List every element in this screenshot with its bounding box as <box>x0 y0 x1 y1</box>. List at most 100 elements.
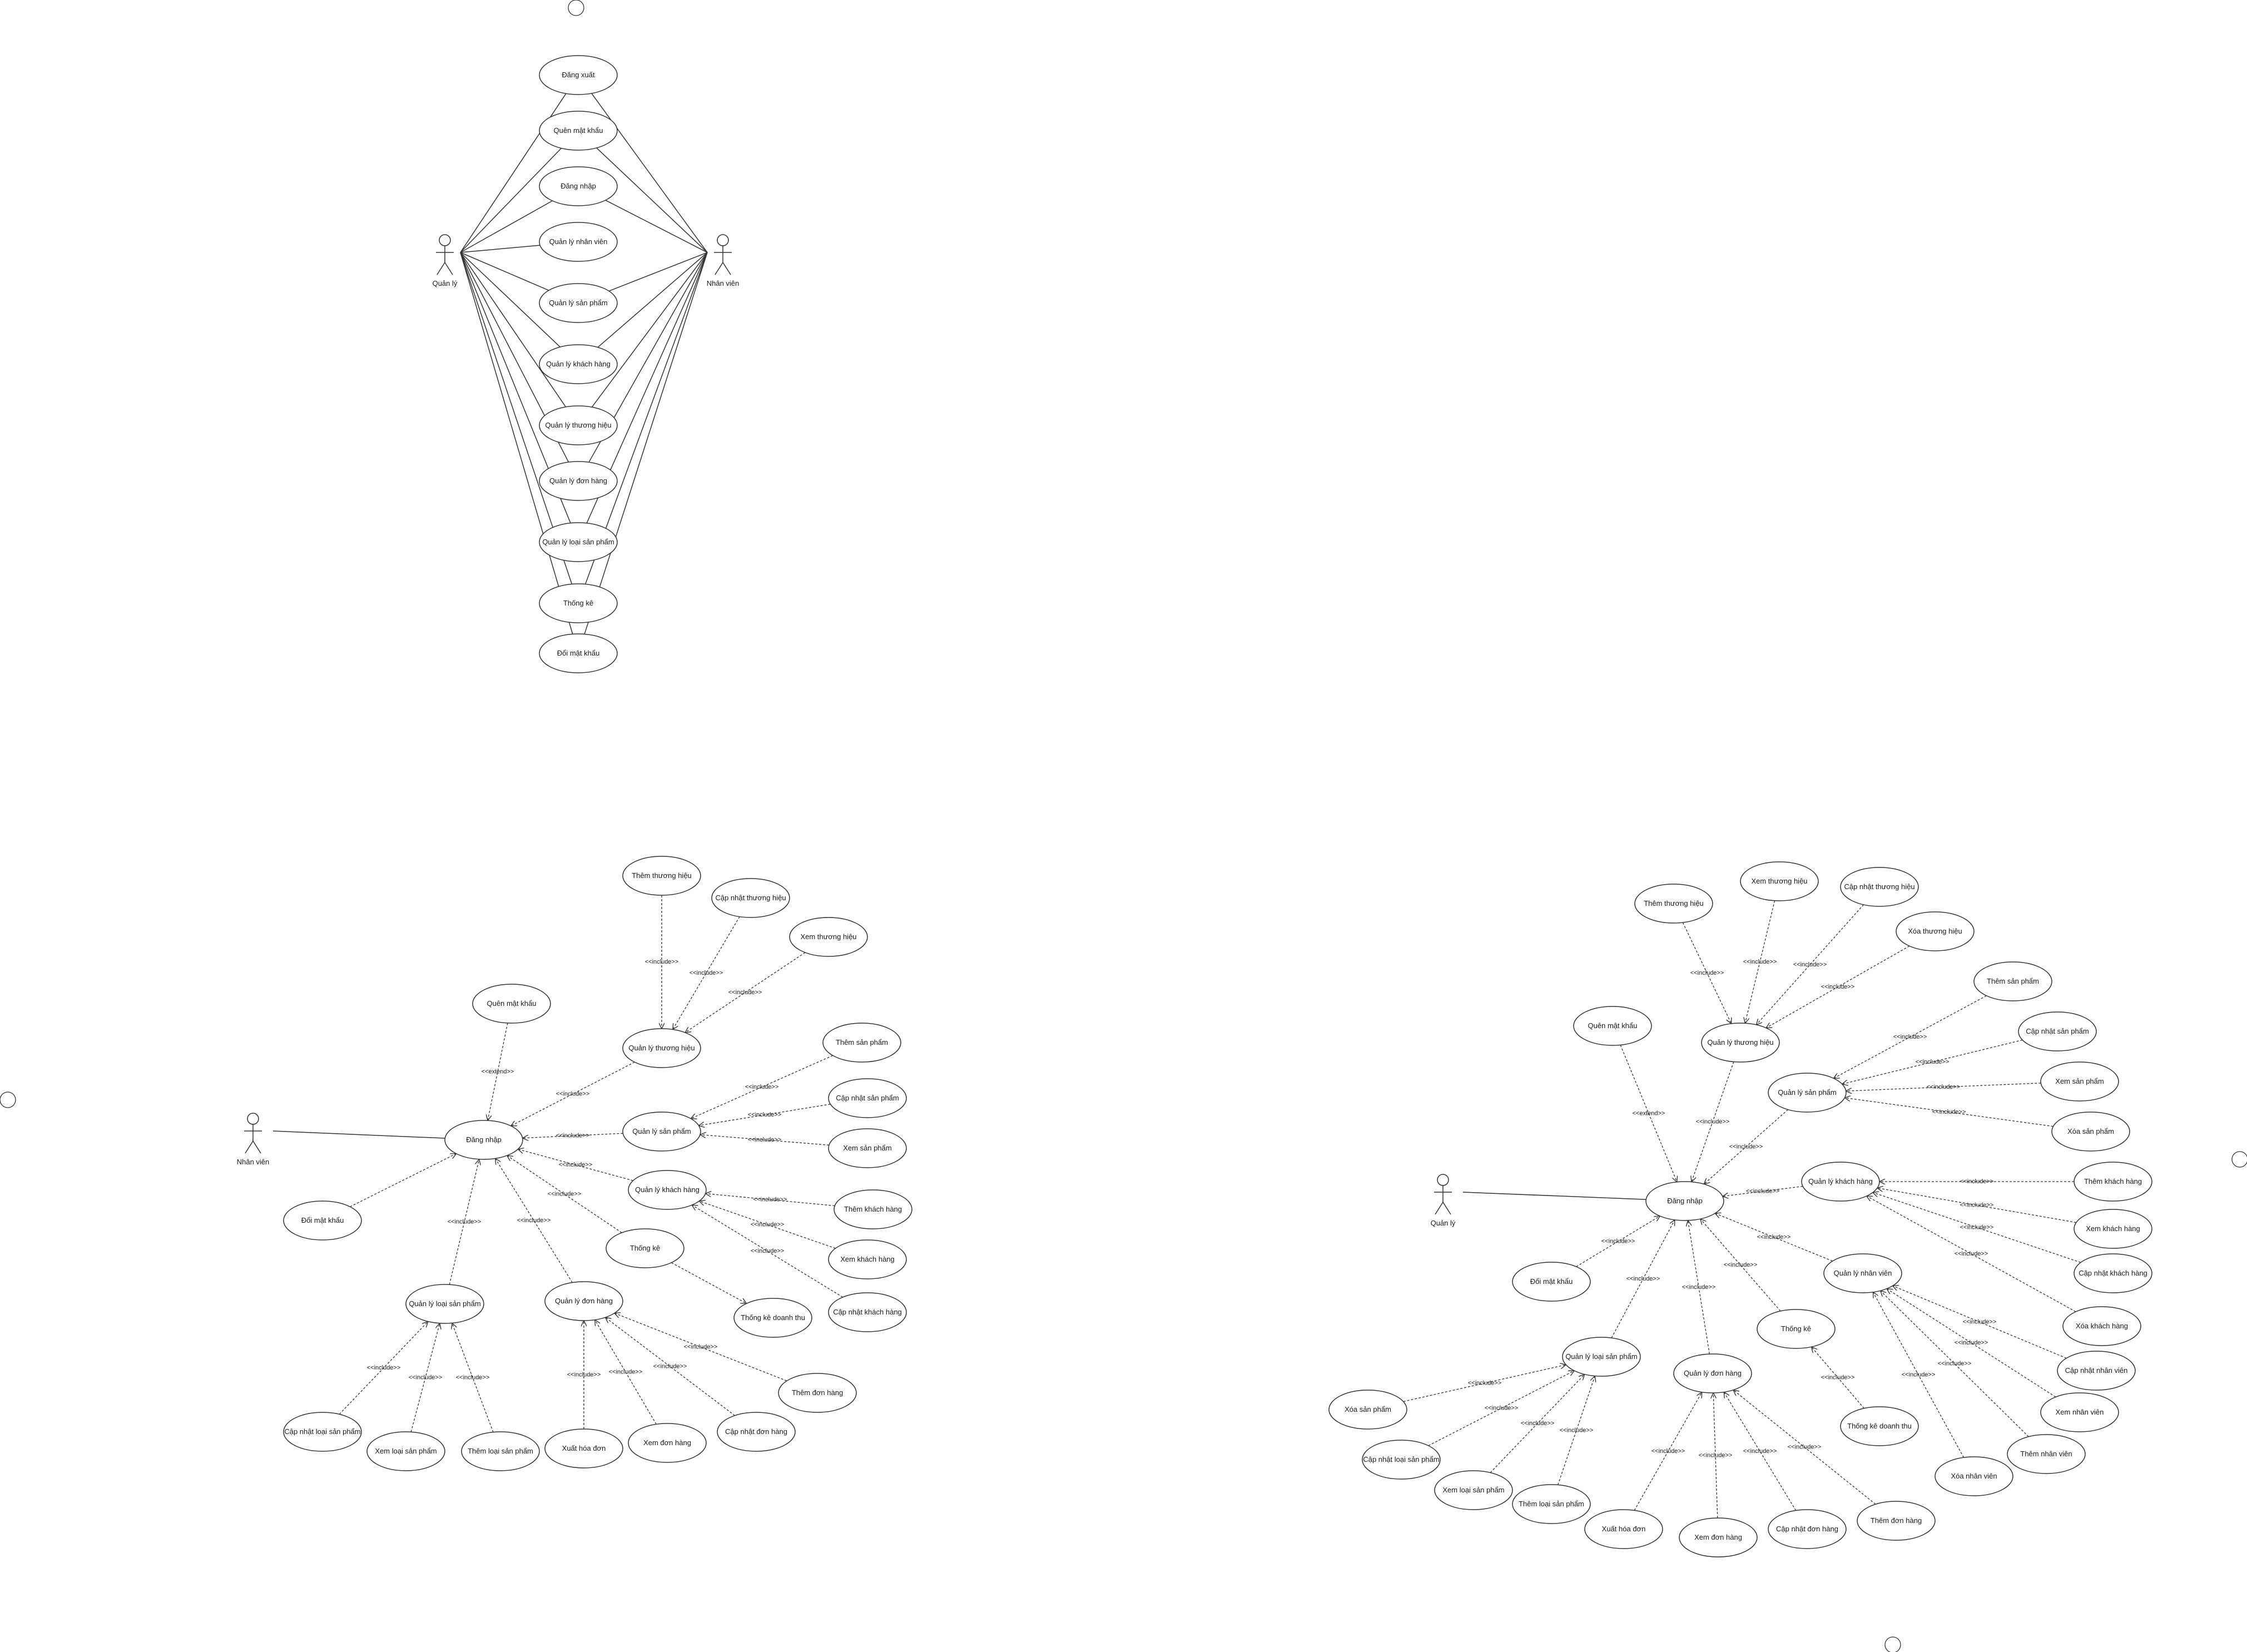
use-case-cap-nhat-don-hang: Cập nhật đơn hàng <box>1768 1509 1847 1549</box>
include-label: <<include>> <box>1699 1452 1733 1459</box>
association-line <box>608 252 708 292</box>
use-case-ellipse <box>405 1284 484 1324</box>
include-label: <<include>> <box>1938 1361 1972 1367</box>
include-label: <<include>> <box>1485 1405 1519 1412</box>
include-label: <<include>> <box>1651 1448 1685 1455</box>
relation-arrow <box>1867 1196 2076 1312</box>
use-case-ellipse <box>539 522 618 562</box>
relation-arrow <box>1611 1220 1675 1338</box>
use-case-ellipse <box>1362 1440 1441 1480</box>
use-case-quan-ly-don-hang: Quản lý đơn hàng <box>1673 1353 1752 1393</box>
use-case-xuat-hoa-don: Xuất hóa đơn <box>1584 1509 1663 1549</box>
use-case-label: Cập nhật khách hàng <box>2079 1269 2147 1277</box>
actor-quan-ly: Quản lý <box>1431 1174 1456 1227</box>
include-label: <<include>> <box>367 1365 401 1371</box>
use-case-ellipse <box>539 55 618 95</box>
actor-label: Quản lý <box>433 279 458 287</box>
use-case-ellipse <box>1934 1456 2013 1496</box>
use-case-them-san-pham: Thêm sản phẩm <box>822 1023 901 1063</box>
use-case-quan-ly-thuong-hieu: Quản lý thương hiệu <box>1701 1023 1780 1063</box>
include-label: <<include>> <box>1746 1188 1780 1195</box>
use-case-quan-ly-san-pham: Quản lý sản phẩm <box>539 283 618 323</box>
use-case-cap-nhat-khach-hang: Cập nhật khách hàng <box>2074 1253 2152 1293</box>
use-case-xem-loai-san-pham: Xem loại sản phẩm <box>366 1431 445 1471</box>
relation-arrow <box>495 1158 573 1283</box>
use-case-ellipse <box>1512 1262 1591 1302</box>
use-case-xem-don-hang: Xem đơn hàng <box>628 1423 707 1463</box>
use-case-ellipse <box>733 1298 812 1338</box>
use-case-label: Thêm loại sản phẩm <box>468 1447 533 1455</box>
include-label: <<include>> <box>448 1219 482 1226</box>
use-case-label: Quản lý loại sản phẩm <box>409 1299 480 1308</box>
use-case-label: Thêm khách hàng <box>2084 1177 2142 1185</box>
use-case-cap-nhat-loai-san-pham: Cập nhật loại sản phẩm <box>1362 1440 1441 1480</box>
relation-arrow <box>671 1262 746 1303</box>
use-case-ellipse <box>1328 1390 1407 1430</box>
relation-arrow <box>1688 1221 1710 1355</box>
use-case-quan-ly-khach-hang: Quản lý khách hàng <box>539 344 618 384</box>
include-label: <<include>> <box>517 1217 551 1224</box>
include-label: <<include>> <box>1793 961 1827 968</box>
include-label: <<include>> <box>1560 1427 1594 1434</box>
relation-arrow <box>1576 1216 1660 1267</box>
use-case-label: Quản lý nhân viên <box>1834 1269 1892 1277</box>
include-label: <<include>> <box>1743 1448 1777 1455</box>
use-case-thong-ke: Thống kê <box>539 583 618 623</box>
use-case-ellipse <box>1562 1337 1641 1377</box>
use-case-ellipse <box>828 1239 907 1279</box>
use-case-label: Cập nhật thương hiệu <box>1844 882 1914 891</box>
relation-arrow <box>488 1023 508 1120</box>
use-case-quen-mat-khau: Quên mật khẩu <box>539 111 618 151</box>
decorative-circle <box>0 1092 16 1108</box>
use-case-label: Quên mật khẩu <box>487 999 537 1008</box>
use-case-quan-ly-thuong-hieu: Quản lý thương hiệu <box>622 1028 701 1068</box>
use-case-label: Cập nhật khách hàng <box>833 1308 902 1316</box>
use-case-them-thuong-hieu: Thêm thương hiệu <box>1634 884 1713 924</box>
use-case-label: Quản lý thương hiệu <box>628 1044 695 1052</box>
association-line <box>460 252 549 291</box>
use-case-thong-ke-doanh-thu: Thống kê doanh thu <box>733 1298 812 1338</box>
use-case-label: Quản lý khách hàng <box>546 360 611 368</box>
include-label: <<include>> <box>409 1375 443 1381</box>
use-case-label: Quên mật khẩu <box>1588 1021 1638 1030</box>
include-label: <<include>> <box>1902 1372 1936 1378</box>
use-case-ellipse <box>2074 1162 2152 1202</box>
use-case-label: Đăng xuất <box>562 71 595 79</box>
use-case-label: Thêm sản phẩm <box>836 1038 888 1046</box>
use-case-label: Xóa khách hàng <box>2076 1322 2128 1330</box>
actor-label: Nhân viên <box>237 1158 270 1166</box>
use-case-xoa-nhan-vien: Xóa nhân viên <box>1934 1456 2013 1496</box>
use-case-cap-nhat-thuong-hieu: Cập nhật thương hiệu <box>1840 867 1919 907</box>
use-case-xoa-san-pham: Xóa sản phẩm <box>1328 1390 1407 1430</box>
use-case-them-loai-san-pham: Thêm loại sản phẩm <box>1512 1484 1591 1524</box>
use-case-label: Quản lý khách hàng <box>635 1185 700 1194</box>
use-case-them-khach-hang: Thêm khách hàng <box>834 1189 912 1229</box>
include-label: <<include>> <box>684 1344 718 1351</box>
use-case-quan-ly-loai-san-pham: Quản lý loại sản phẩm <box>405 1284 484 1324</box>
use-case-xem-loai-san-pham: Xem loại sản phẩm <box>1434 1470 1513 1510</box>
use-case-ellipse <box>1840 1406 1919 1446</box>
include-label: <<include>> <box>1963 1319 1997 1326</box>
use-case-label: Đổi mật khẩu <box>301 1216 344 1224</box>
use-case-ellipse <box>539 111 618 151</box>
include-label: <<include>> <box>1626 1276 1660 1282</box>
relation-arrow <box>350 1154 456 1207</box>
use-case-label: Đăng nhập <box>1667 1197 1703 1205</box>
include-label: <<include>> <box>748 1137 782 1143</box>
use-case-ellipse <box>2074 1253 2152 1293</box>
use-case-cap-nhat-thuong-hieu: Cập nhật thương hiệu <box>711 878 790 918</box>
include-label: <<include>> <box>609 1369 643 1376</box>
relation-arrow <box>1812 1347 1864 1409</box>
use-case-label: Thêm thương hiệu <box>632 871 692 880</box>
include-label: <<include>> <box>1788 1444 1822 1451</box>
use-case-ellipse <box>2040 1061 2119 1102</box>
use-case-cap-nhat-nhan-vien: Cập nhật nhân viên <box>2057 1351 2136 1391</box>
include-label: <<include>> <box>556 1133 590 1139</box>
use-case-quan-ly-khach-hang: Quản lý khách hàng <box>1801 1162 1880 1202</box>
include-label: <<include>> <box>567 1372 601 1378</box>
relation-arrow <box>1490 1375 1585 1473</box>
use-case-doi-mat-khau: Đổi mật khẩu <box>283 1200 362 1241</box>
relation-arrow <box>1745 900 1775 1024</box>
use-case-ellipse <box>539 583 618 623</box>
use-case-label: Xem đơn hàng <box>643 1438 691 1447</box>
